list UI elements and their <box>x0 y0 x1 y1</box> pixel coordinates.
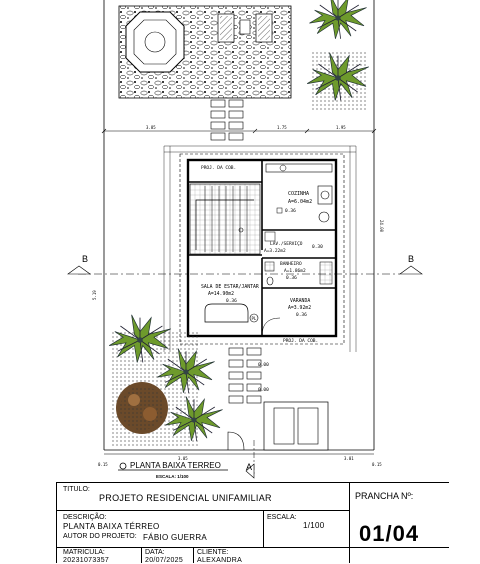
label-lavanderia: LAV./SERVIÇO <box>270 241 303 247</box>
titulo-value: PROJETO RESIDENCIAL UNIFAMILIAR <box>99 493 272 503</box>
plan-title: PLANTA BAIXA TERREO <box>130 461 221 470</box>
hot-tub-octagon <box>125 11 185 73</box>
dim-top-right: 1.95 <box>336 125 346 130</box>
dim-bottom-2: 3.05 <box>178 456 188 461</box>
cliente-label: CLIENTE: <box>197 549 229 556</box>
svg-text:PL: PL <box>252 316 257 321</box>
label-sala: SALA DE ESTAR/JANTAR <box>201 284 259 290</box>
matricula-value: 20231073357 <box>63 557 110 564</box>
plan-scale: ESCALA: 1/100 <box>156 474 189 479</box>
title-block: TITULO: PROJETO RESIDENCIAL UNIFAMILIAR … <box>56 482 449 564</box>
prancha-label: PRANCHA Nº: <box>355 491 414 501</box>
descricao-label: DESCRIÇÃO: <box>63 514 107 521</box>
autor-label: AUTOR DO PROJETO: <box>63 533 137 540</box>
matricula-label: MATRICULA: <box>63 549 105 556</box>
dim-top-mid: 1.75 <box>277 125 287 130</box>
dim-bottom-4: 0.15 <box>372 462 382 467</box>
label-banheiro: BANHEIRO <box>280 261 302 267</box>
label-proj-cob-bottom: PROJ. DA COB. <box>283 338 318 344</box>
titulo-label: TITULO: <box>63 486 90 493</box>
descricao-value: PLANTA BAIXA TÉRREO <box>63 522 160 531</box>
label-lavanderia-area: A=3.22m2 <box>264 248 286 254</box>
data-label: DATA: <box>145 549 165 556</box>
section-bottom-label: A <box>246 462 252 472</box>
level-4: 0.36 <box>226 298 237 304</box>
prancha-value: 01/04 <box>359 521 420 546</box>
autor-value: FÁBIO GUERRA <box>143 533 208 542</box>
label-banheiro-area: A=1.86m2 <box>284 268 306 274</box>
level-3: 0.36 <box>286 275 297 281</box>
label-cozinha-area: A=6.04m2 <box>288 199 312 205</box>
dim-right: 24.00 <box>379 220 384 233</box>
label-varanda: VARANDA <box>290 298 310 304</box>
escala-value: 1/100 <box>303 521 325 530</box>
dim-bottom-1: 0.15 <box>98 462 108 467</box>
dim-left: 5.19 <box>92 290 97 300</box>
dim-top-left: 3.85 <box>146 125 156 130</box>
label-varanda-area: A=3.92m2 <box>288 305 311 311</box>
dim-bottom-3: 3.01 <box>344 456 354 461</box>
section-left-label: B <box>82 254 88 264</box>
label-sala-area: A=14.90m2 <box>208 291 234 297</box>
floor-plan-drawing: 3.85 1.75 1.95 24.00 5.19 PROJ. DA COB. <box>67 0 423 479</box>
section-right-label: B <box>408 254 414 264</box>
level-1: 0.36 <box>285 208 296 214</box>
label-cozinha: COZINHA <box>288 191 309 197</box>
cliente-value: ALEXANDRA <box>197 557 243 564</box>
data-value: 20/07/2025 <box>145 557 184 564</box>
level-6: 0.00 <box>258 387 269 393</box>
label-proj-cob-top: PROJ. DA COB. <box>201 165 236 171</box>
escala-label: ESCALA: <box>267 514 297 521</box>
level-5: 0.36 <box>296 312 307 318</box>
level-7: 0.00 <box>258 362 269 368</box>
level-2: 0.30 <box>312 244 323 250</box>
